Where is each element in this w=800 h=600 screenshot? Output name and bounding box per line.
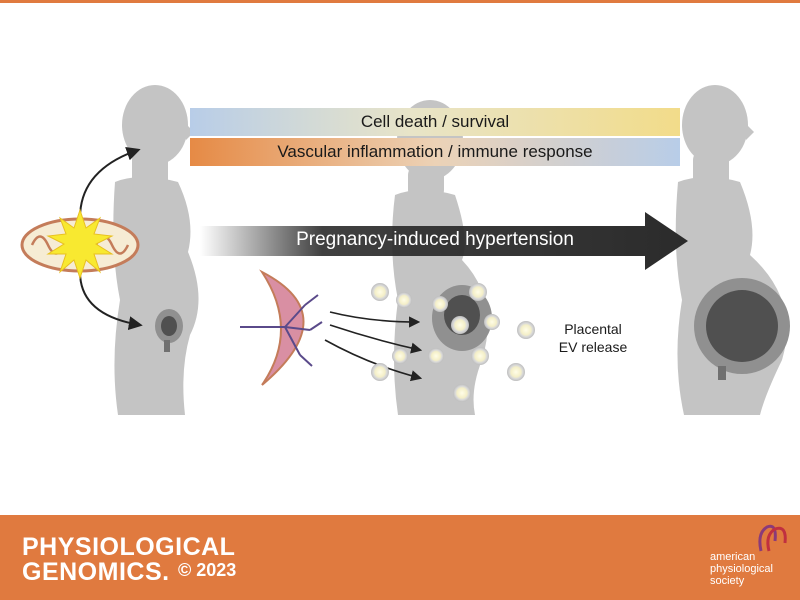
copyright: © 2023 bbox=[178, 560, 237, 580]
society-name: american physiological society bbox=[710, 551, 773, 587]
placenta-arrows bbox=[324, 311, 423, 382]
ev-label-line-1: Placental bbox=[564, 321, 622, 337]
hypertension-arrow bbox=[200, 212, 688, 270]
graphical-abstract bbox=[20, 85, 790, 415]
placenta-icon bbox=[240, 269, 323, 386]
band-cell-death bbox=[190, 108, 680, 136]
ev-label-line-2: EV release bbox=[558, 339, 628, 355]
journal-footer: PHYSIOLOGICAL GENOMICS. © 2023 american … bbox=[0, 515, 800, 600]
curve-arrow-upper bbox=[79, 147, 141, 219]
journal-line-1: PHYSIOLOGICAL bbox=[22, 533, 236, 561]
society-line-3: society bbox=[710, 575, 745, 587]
band-label-vascular-inflammation: Vascular inflammation / immune response bbox=[277, 142, 593, 161]
stress-burst-icon bbox=[46, 208, 114, 280]
uterus-fetus-icon bbox=[155, 309, 183, 352]
journal-line-2: GENOMICS. bbox=[22, 558, 170, 586]
society-line-1: american bbox=[710, 551, 756, 563]
arrow-label: Pregnancy-induced hypertension bbox=[296, 229, 574, 250]
extracellular-vesicles bbox=[371, 283, 535, 402]
band-vascular-inflammation bbox=[190, 138, 680, 166]
society-logo-icon bbox=[758, 524, 787, 552]
band-label-cell-death: Cell death / survival bbox=[360, 112, 510, 131]
uterus-late bbox=[694, 278, 790, 380]
journal-name: PHYSIOLOGICAL GENOMICS. bbox=[22, 535, 235, 585]
curve-arrow-lower bbox=[79, 271, 143, 331]
ev-release-label: Placental EV release bbox=[548, 320, 638, 356]
society-line-2: physiological bbox=[710, 563, 773, 575]
top-rule bbox=[0, 0, 800, 3]
